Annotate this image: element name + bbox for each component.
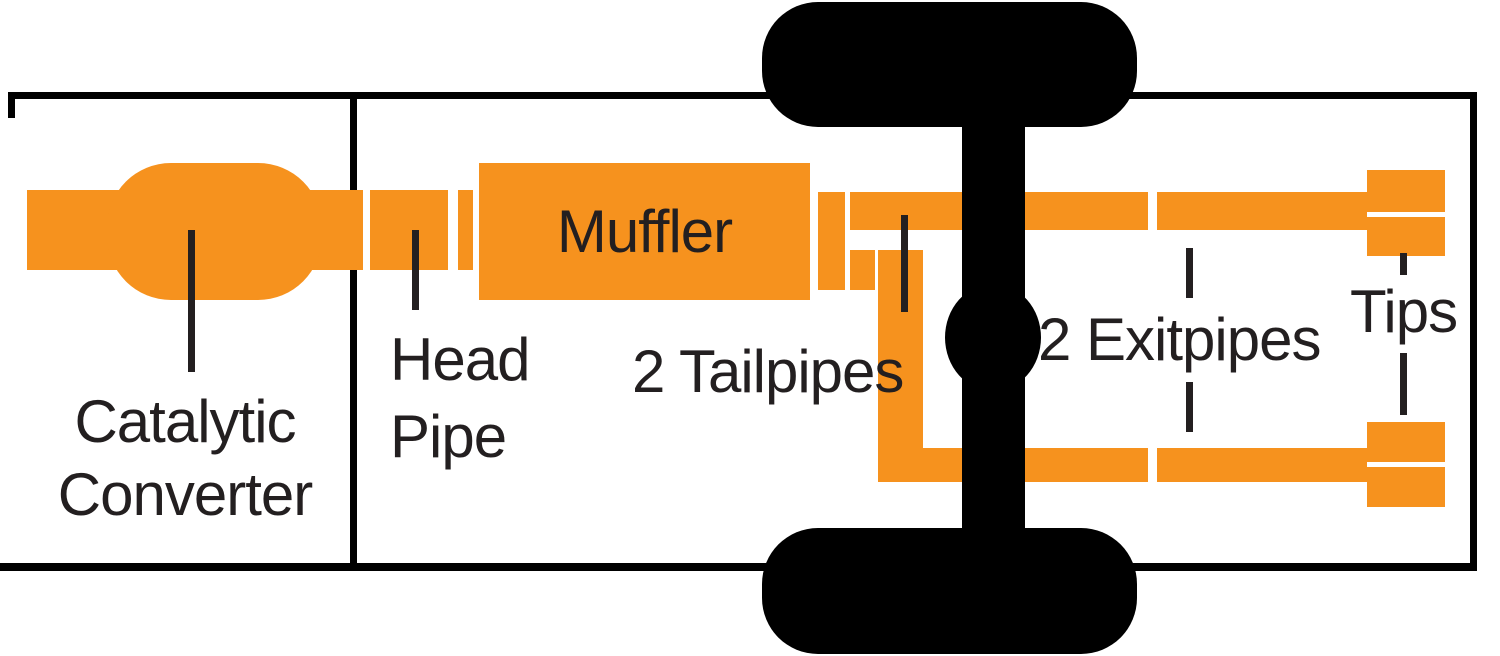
catalytic-converter-body	[107, 163, 322, 300]
bottom-wheel	[762, 528, 1137, 654]
exitpipes-pointer-dash-lower	[1186, 382, 1193, 432]
tips-pointer-dash-upper	[1400, 253, 1407, 275]
head-pipe-label-line2: Pipe	[390, 403, 507, 470]
muffler-inlet-stub	[458, 190, 473, 270]
frame-bottom-rail	[0, 563, 1477, 571]
frame-crossmember-divider	[350, 92, 357, 571]
muffler-outlet-flange	[818, 192, 845, 290]
tips-pointer-dash-lower	[1400, 353, 1407, 415]
tailpipes-label: 2 Tailpipes	[632, 338, 904, 405]
head-pipe-segment	[370, 190, 448, 270]
frame-left-stub	[8, 92, 15, 118]
upper-tip-rear	[1367, 217, 1445, 256]
tips-label: Tips	[1350, 278, 1458, 345]
lower-exitpipe	[1157, 448, 1367, 482]
catalytic-converter-label-line1: Catalytic	[74, 388, 296, 455]
head-pipe-label-line1: Head	[390, 326, 530, 393]
differential-hub	[945, 284, 1041, 391]
head-pipe-pointer-line	[412, 230, 419, 310]
exitpipes-label: 2 Exitpipes	[1038, 306, 1321, 373]
catalytic-converter-label-line2: Converter	[57, 461, 313, 528]
top-wheel	[762, 2, 1137, 127]
catalytic-converter-pointer-line	[188, 230, 195, 372]
muffler-body	[479, 163, 810, 300]
lower-tailpipe-downtube	[878, 250, 923, 482]
upper-exitpipe	[1157, 192, 1367, 230]
muffler-label: Muffler	[556, 198, 733, 265]
frame-top-rail	[8, 92, 1477, 99]
lower-tip-rear	[1367, 467, 1445, 507]
frame-right-rail	[1470, 92, 1477, 571]
catalytic-converter-label: Catalytic Converter	[20, 392, 350, 525]
exitpipes-pointer-dash-upper	[1186, 248, 1193, 298]
lower-tailpipe	[923, 448, 1148, 482]
upper-tip-front	[1367, 170, 1445, 212]
tailpipes-pointer-line	[901, 215, 908, 312]
lower-tailpipe-stub	[850, 250, 875, 290]
lower-tip-front	[1367, 422, 1445, 462]
head-pipe-label: Head Pipe	[390, 326, 530, 470]
